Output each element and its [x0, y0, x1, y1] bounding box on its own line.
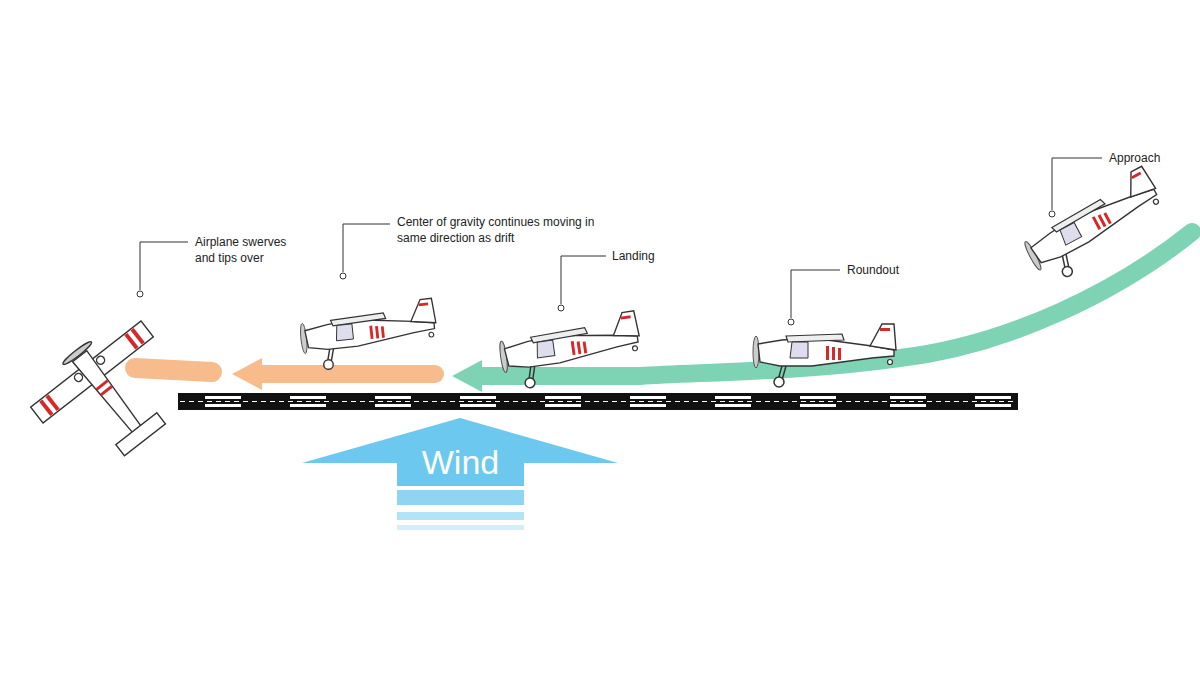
- callout-label: Airplane swerves and tips over: [195, 234, 295, 266]
- callout-label: Landing: [612, 248, 692, 264]
- callout-label: Center of gravity continues moving in sa…: [397, 214, 612, 246]
- wind-label: Wind: [422, 443, 499, 481]
- wind-arrow: Wind: [397, 437, 524, 487]
- callout-label: Roundout: [847, 262, 927, 278]
- callout-label: Approach: [1109, 150, 1189, 166]
